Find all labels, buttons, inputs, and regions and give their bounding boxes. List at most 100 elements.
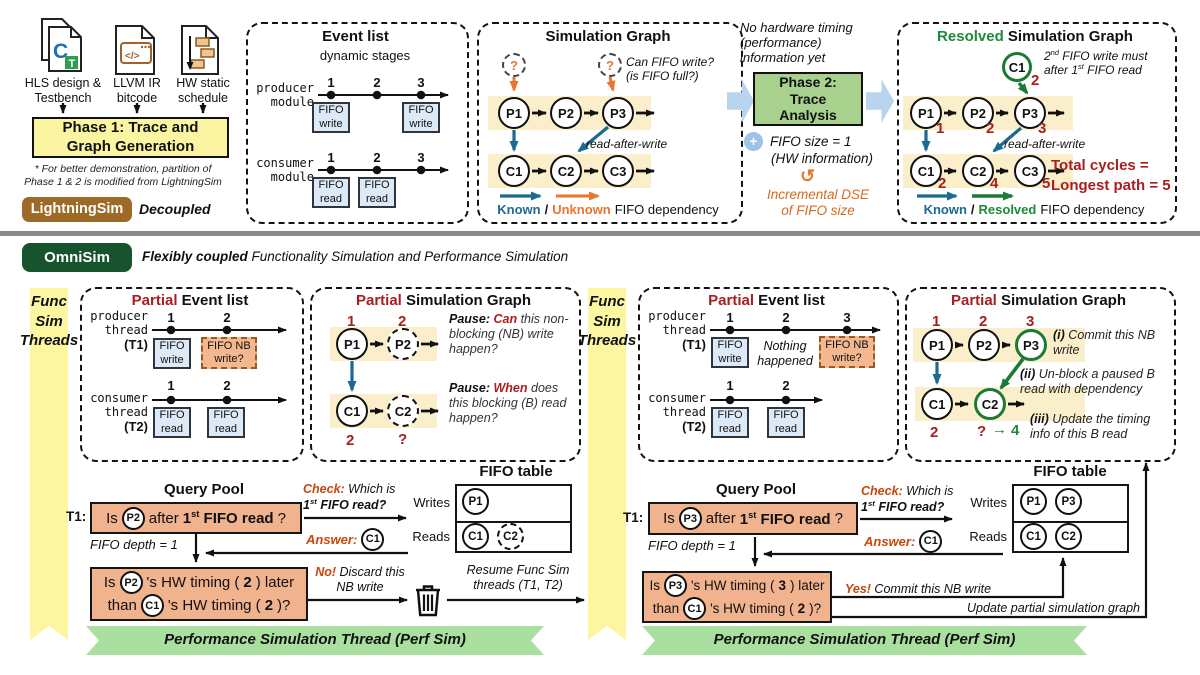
cycle-label: 2 — [1031, 72, 1040, 89]
stage-number: 2 — [782, 378, 790, 393]
perf-sim-label: Performance Simulation Thread (Perf Sim) — [713, 631, 1016, 648]
left-psg-title: Partial Simulation Graph — [355, 292, 532, 309]
t1-prefix: T1: — [623, 510, 644, 525]
writes-row — [1014, 486, 1127, 523]
read-after-write-label: read-after-write — [586, 137, 668, 151]
hw-information-note: (HW information) — [770, 151, 873, 166]
node-p3: P3 — [1014, 97, 1046, 129]
cycle-label: 3 — [1026, 313, 1035, 330]
right-partial-event-list-panel — [638, 287, 899, 462]
fifo-size-note: FIFO size = 1 — [770, 134, 852, 149]
cycle-label: 2 — [938, 175, 947, 192]
node-p2: P2 — [550, 97, 582, 129]
left-pel-dots — [166, 325, 232, 405]
fifo-depth-note: FIFO depth = 1 — [648, 538, 736, 553]
fifo-write-entry: P3 — [1055, 488, 1082, 515]
node-c1: C1 — [336, 395, 368, 427]
cycle-label: 2 — [930, 424, 939, 441]
total-cycles-note: Total cycles =Longest path = 5 — [1051, 157, 1171, 195]
sim-graph-legend: Known / Unknown FIFO dependency — [497, 202, 719, 217]
fifo-depth-note: FIFO depth = 1 — [90, 537, 178, 552]
stage-number: 1 — [726, 378, 734, 393]
unknown-dependency-node: ? — [598, 53, 622, 77]
cycle-label: 1 — [932, 313, 941, 330]
pause-nb-write-note: Pause: Can this non-blocking (NB) write … — [449, 312, 569, 356]
writes-label: Writes — [970, 495, 1007, 510]
fifo-write-entry: P1 — [1020, 488, 1047, 515]
node-c1: C1 — [921, 388, 953, 420]
node-chip: P3 — [678, 507, 702, 530]
footnote: * For better demonstration, partition of… — [24, 163, 222, 188]
node-p3: P3 — [602, 97, 634, 129]
t1-label: (T1) — [682, 337, 706, 352]
stage-number: 2 — [223, 310, 231, 325]
node-c1: C1 — [910, 155, 942, 187]
right-fifo-table-title: FIFO table — [1033, 463, 1107, 480]
pause-b-read-note: Pause: When does this blocking (B) read … — [449, 381, 567, 425]
update-timing-note: (iii) Update the timing info of this B r… — [1030, 412, 1151, 441]
svg-text:T: T — [69, 58, 76, 70]
svg-text:</>: </> — [125, 51, 140, 62]
hls-testbench-doc-icon: C T — [41, 18, 82, 72]
node-c3: C3 — [1014, 155, 1046, 187]
cycle-label: ? — [398, 431, 408, 448]
can-fifo-write-note: Can FIFO write?(is FIFO full?) — [626, 55, 715, 84]
perf-sim-ribbon-right — [642, 626, 1087, 655]
sim-graph-teal-arrows — [500, 125, 610, 201]
resolved-legend: Known / Resolved FIFO dependency — [923, 202, 1145, 217]
right-pel-title: Partial Event list — [708, 292, 825, 309]
sim-graph-title: Simulation Graph — [545, 28, 671, 45]
stage-number: 2 — [373, 150, 381, 165]
check-note: Check: Which is 1st FIFO read? — [303, 482, 396, 513]
sim-graph-panel — [477, 22, 743, 224]
reads-label: Reads — [412, 529, 450, 544]
right-psg-title: Partial Simulation Graph — [950, 292, 1127, 309]
node-p1: P1 — [921, 329, 953, 361]
right-pel-dots — [725, 325, 852, 405]
left-partial-sim-graph-panel — [310, 287, 581, 462]
right-psg-green-arrow — [999, 357, 1025, 390]
sim-graph-orange-arrows — [509, 76, 616, 201]
cycle-label: 1 — [347, 313, 356, 330]
omnisim-tagline: Flexibly coupled Functionality Simulatio… — [142, 249, 569, 264]
resolved-black-arrows — [944, 109, 1065, 175]
event-list-dots — [326, 90, 426, 175]
cycle-label: 3 — [1038, 120, 1047, 137]
arrow-right-icon: → — [992, 421, 1007, 438]
right-query-pool-title: Query Pool — [715, 481, 797, 498]
stage-number: 1 — [167, 378, 175, 393]
node-chip: P3 — [663, 574, 687, 597]
fifo-read-entry: C1 — [462, 523, 489, 550]
right-partial-sim-graph-panel — [905, 287, 1176, 462]
node-p2-pending: P2 — [387, 328, 419, 360]
commit-nb-note: (i) Commit this NB write — [1053, 328, 1156, 357]
no-discard-note: No! Discard this NB write — [315, 565, 405, 594]
writes-row — [457, 486, 570, 523]
stage-number: 3 — [417, 150, 425, 165]
plus-icon: + — [744, 132, 763, 151]
func-sim-ribbon-middle — [588, 288, 626, 640]
func-sim-ribbon-left — [30, 288, 68, 640]
writes-label: Writes — [413, 495, 450, 510]
yes-commit-note: Yes! Commit this NB write — [845, 582, 992, 596]
event-list-timelines — [318, 91, 449, 174]
trash-icon — [416, 585, 440, 617]
right-query-arrows — [751, 462, 1150, 619]
cycle-label: 2 — [346, 432, 355, 449]
node-chip: C1 — [683, 597, 707, 620]
dynamic-stages-label: dynamic stages — [319, 48, 411, 63]
update-graph-note: Update partial simulation graph — [966, 601, 1140, 615]
node-chip: C1 — [361, 528, 385, 551]
